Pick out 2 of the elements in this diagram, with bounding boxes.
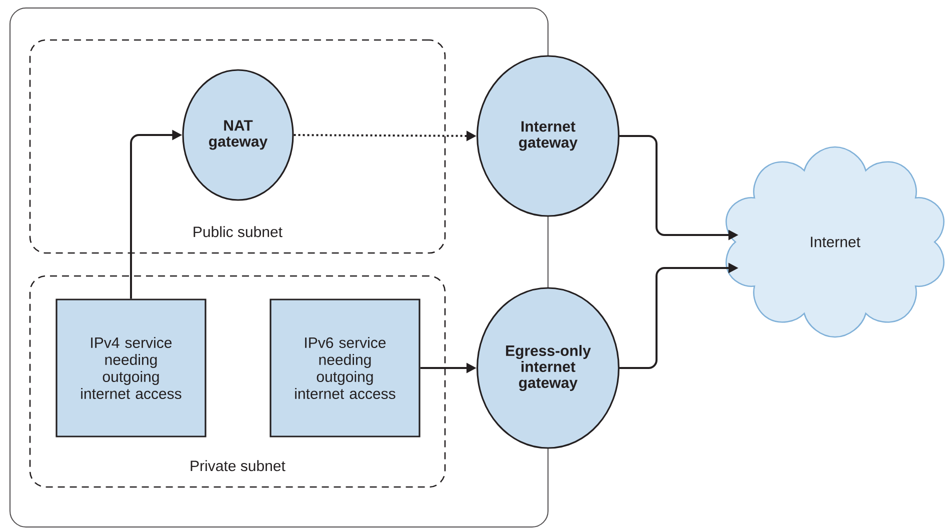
service-box: IPv6 service needing outgoing internet access [270,298,420,438]
service-box: IPv4 service needing outgoing internet access [56,298,206,438]
